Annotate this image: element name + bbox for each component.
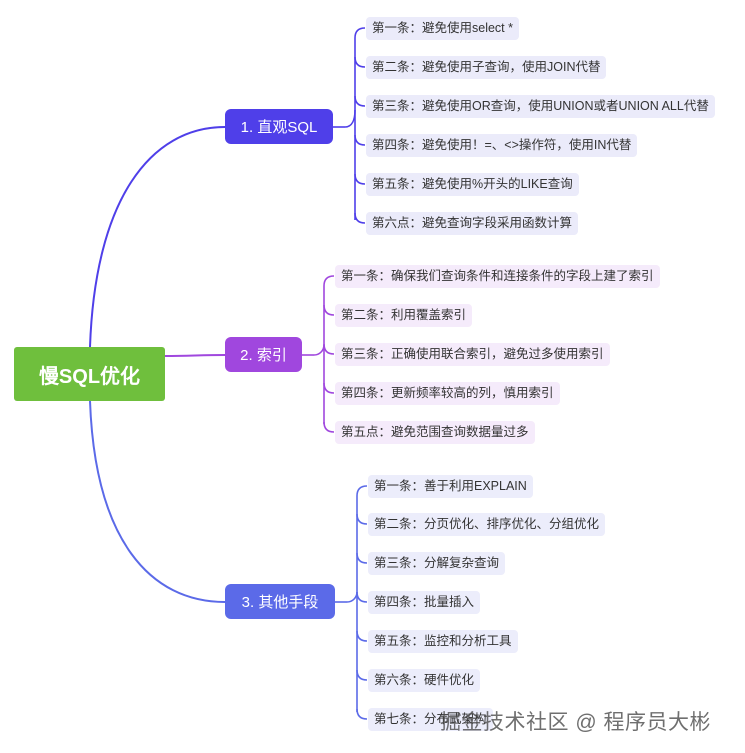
leaf-node[interactable]: 第三条：避免使用OR查询，使用UNION或者UNION ALL代替 [366,95,715,118]
branch-label: 3. 其他手段 [241,594,319,611]
root-label: 慢SQL优化 [38,365,141,388]
leaf-node[interactable]: 第四条：避免使用！=、<>操作符，使用IN代替 [366,134,638,157]
leaf-node[interactable]: 第五条：监控和分析工具 [368,630,518,653]
watermark-text: 掘金技术社区 @ 程序员大彬 [440,711,711,734]
leaf-node[interactable]: 第五点：避免范围查询数据量过多 [335,421,535,444]
leaf-node[interactable]: 第六条：硬件优化 [368,669,481,692]
leaf-node[interactable]: 第二条：利用覆盖索引 [335,304,473,327]
link-root-branch-1 [89,126,226,348]
leaf-node[interactable]: 第二条：避免使用子查询，使用JOIN代替 [366,56,607,79]
leaf-node[interactable]: 第七条：分布式架构 [368,708,493,731]
leaf-node[interactable]: 第三条：分解复杂查询 [368,552,506,575]
branch-label: 2. 索引 [240,347,287,364]
leaf-node[interactable]: 第六点：避免查询字段采用函数计算 [366,212,579,235]
link-root-branch-3 [89,400,226,603]
branch-label: 1. 直观SQL [240,119,318,136]
leaf-node[interactable]: 第三条：正确使用联合索引，避免过多使用索引 [335,343,610,366]
leaf-node[interactable]: 第一条：避免使用select * [366,17,519,40]
branch-node-3[interactable]: 3. 其他手段 [225,584,335,619]
root-node[interactable]: 慢SQL优化 [14,347,165,401]
leaf-node[interactable]: 第一条：确保我们查询条件和连接条件的字段上建了索引 [335,265,660,288]
leaf-node[interactable]: 第四条：更新频率较高的列，慎用索引 [335,382,560,405]
leaf-node[interactable]: 第二条：分页优化、排序优化、分组优化 [368,513,606,536]
leaf-node[interactable]: 第四条：批量插入 [368,591,481,614]
leaf-node[interactable]: 第一条：善于利用EXPLAIN [368,475,533,498]
link-root-branch-2 [164,354,226,357]
branch-node-2[interactable]: 2. 索引 [225,337,302,372]
branch-node-1[interactable]: 1. 直观SQL [225,109,333,144]
leaf-node[interactable]: 第五条：避免使用%开头的LIKE查询 [366,173,579,196]
